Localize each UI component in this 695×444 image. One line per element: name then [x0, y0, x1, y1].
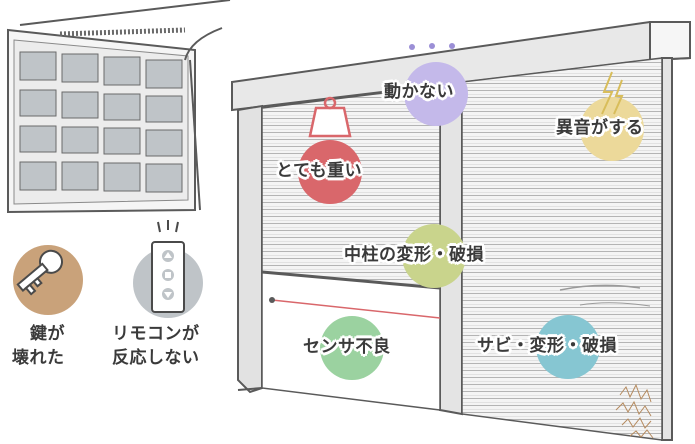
rust-damage-circle [536, 315, 600, 379]
very-heavy-label: とても重い [276, 161, 363, 181]
strange-noise-circle [580, 97, 644, 161]
dots-icon [409, 43, 455, 50]
not-moving-circle [404, 62, 468, 126]
sectional-garage-door [7, 0, 231, 214]
remote-label-line2: 反応しない [112, 348, 200, 368]
very-heavy-circle [298, 140, 362, 204]
strange-noise-label: 異音がする [556, 118, 644, 138]
pillar-damage-circle [402, 224, 466, 288]
sensor-fault-circle [320, 316, 384, 380]
key-broken-label-line1: 鍵が [30, 324, 65, 344]
remote-label-line1: リモコンが [112, 324, 200, 344]
rust-damage-label: サビ・変形・破損 [477, 336, 617, 356]
key-icon [13, 245, 83, 315]
not-moving-label: 動かない [384, 82, 454, 102]
remote-icon [133, 220, 203, 318]
lightning-icon [601, 71, 624, 115]
sensor-fault-label: センサ不良 [303, 337, 391, 357]
weight-icon [308, 96, 352, 138]
key-broken-label-line2: 壊れた [12, 348, 65, 368]
rust-patch [615, 383, 654, 439]
pillar-damage-label: 中柱の変形・破損 [344, 245, 484, 265]
